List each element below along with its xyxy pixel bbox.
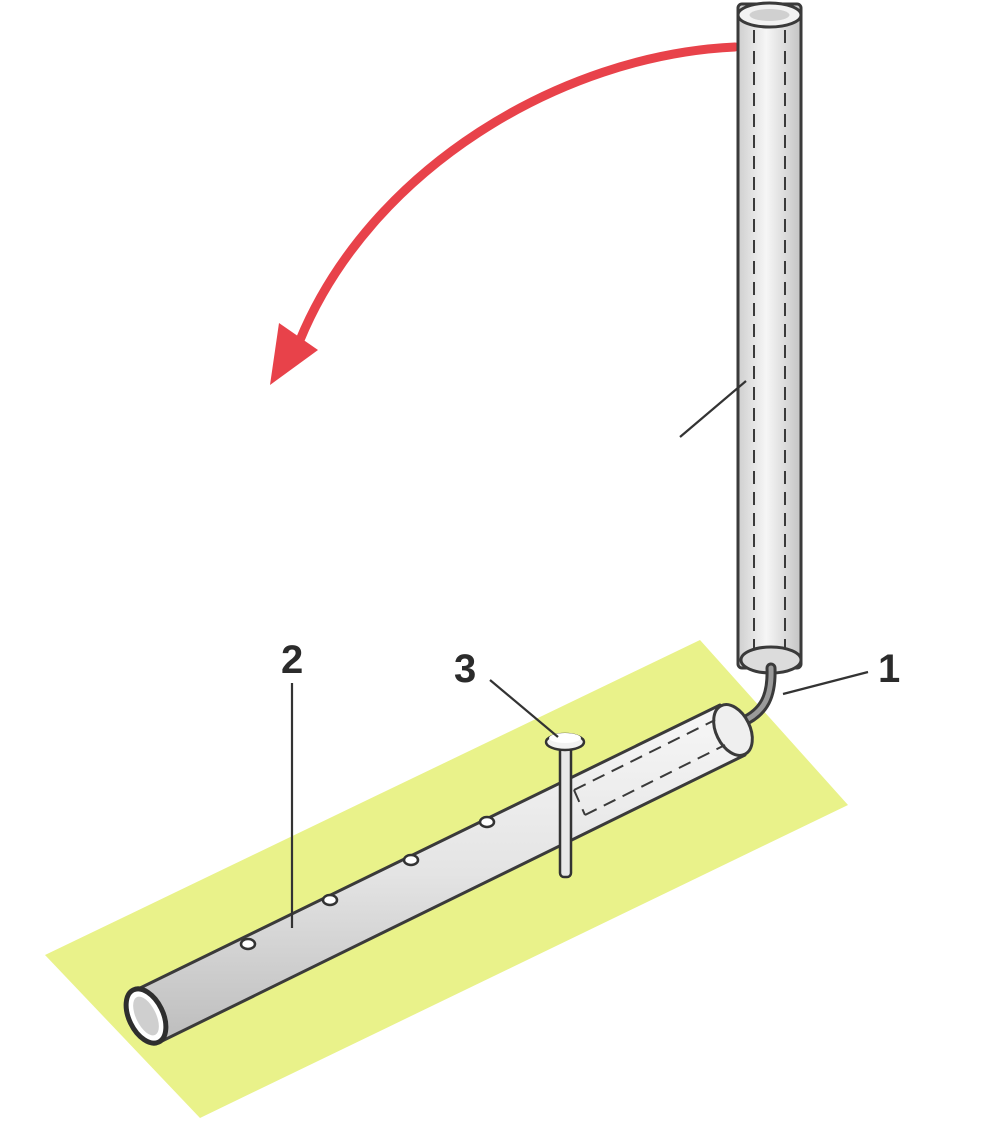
drip-hole xyxy=(321,893,339,907)
drip-hole xyxy=(478,815,496,829)
leader-line-label-3 xyxy=(489,679,559,738)
drip-holes xyxy=(239,815,496,951)
label-1: 1 xyxy=(878,647,900,691)
rotation-arrow xyxy=(270,42,740,385)
drip-hole xyxy=(402,853,420,867)
label-3: 3 xyxy=(454,647,476,691)
nail xyxy=(544,732,586,879)
horizontal-pipe xyxy=(123,703,754,1046)
vertical-tube xyxy=(736,1,803,675)
label-2: 2 xyxy=(281,638,303,682)
drip-hole xyxy=(239,937,257,951)
leader-line-label-1 xyxy=(782,670,869,696)
leader-line-tube xyxy=(679,380,747,438)
